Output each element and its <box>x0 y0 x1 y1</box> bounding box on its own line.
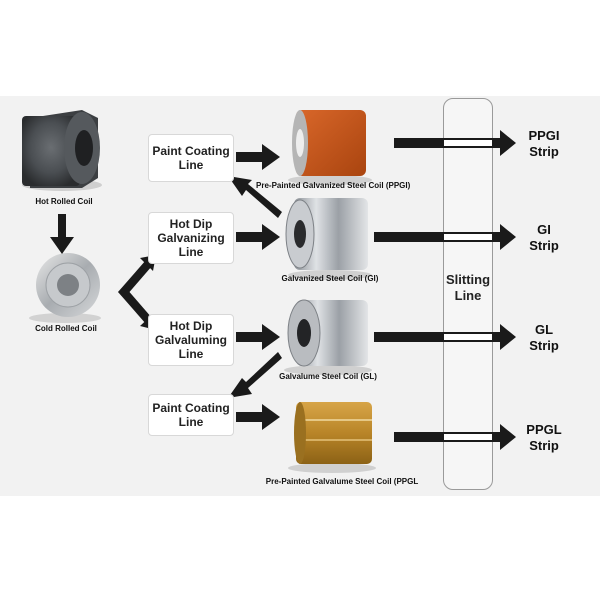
arrow-cold-to-galvanizing <box>118 260 152 296</box>
arrow-gi-to-paint1 <box>228 176 282 218</box>
hot-dip-galvaluming-line-box: Hot Dip Galvaluming Line <box>148 314 234 366</box>
arrow-paint1-to-ppgi <box>236 144 280 170</box>
cold-rolled-coil-image <box>29 253 101 323</box>
hot-rolled-coil-caption: Hot Rolled Coil <box>35 197 93 206</box>
slitting-line-column <box>443 98 493 490</box>
arrow-galvanizing-to-gi <box>236 224 280 250</box>
ppgi-coil-caption: Pre-Painted Galvanized Steel Coil (PPGI) <box>256 181 411 190</box>
arrow-paint2-to-ppgl <box>236 404 280 430</box>
gi-coil-image <box>285 198 372 280</box>
gl-strip-label: GL Strip <box>529 322 559 353</box>
ppgl-coil-image <box>288 402 376 473</box>
gl-coil-caption: Galvalume Steel Coil (GL) <box>279 372 377 381</box>
ppgl-coil-caption: Pre-Painted Galvalume Steel Coil (PPGL <box>265 477 419 486</box>
ppgi-coil-image <box>288 110 372 185</box>
gi-coil-caption: Galvanized Steel Coil (GI) <box>281 274 379 283</box>
ppgi-strip-label: PPGI Strip <box>528 128 560 159</box>
hot-dip-galvanizing-line-box: Hot Dip Galvanizing Line <box>148 212 234 264</box>
gi-strip-label: GI Strip <box>529 222 559 253</box>
ppgl-strip-label: PPGL Strip <box>526 422 562 453</box>
arrow-gl-to-paint2 <box>228 352 282 398</box>
paint-coating-line-box-2: Paint Coating Line <box>148 394 234 436</box>
arrow-hot-to-cold <box>50 214 74 254</box>
slitting-line-label: Slitting Line <box>445 272 491 303</box>
paint-coating-line-box-1: Paint Coating Line <box>148 134 234 182</box>
arrow-cold-to-galvaluming <box>118 288 152 324</box>
cold-rolled-coil-caption: Cold Rolled Coil <box>35 324 97 333</box>
arrow-galvaluming-to-gl <box>236 324 280 350</box>
hot-rolled-coil-image <box>22 110 102 191</box>
gl-coil-image <box>284 299 372 375</box>
